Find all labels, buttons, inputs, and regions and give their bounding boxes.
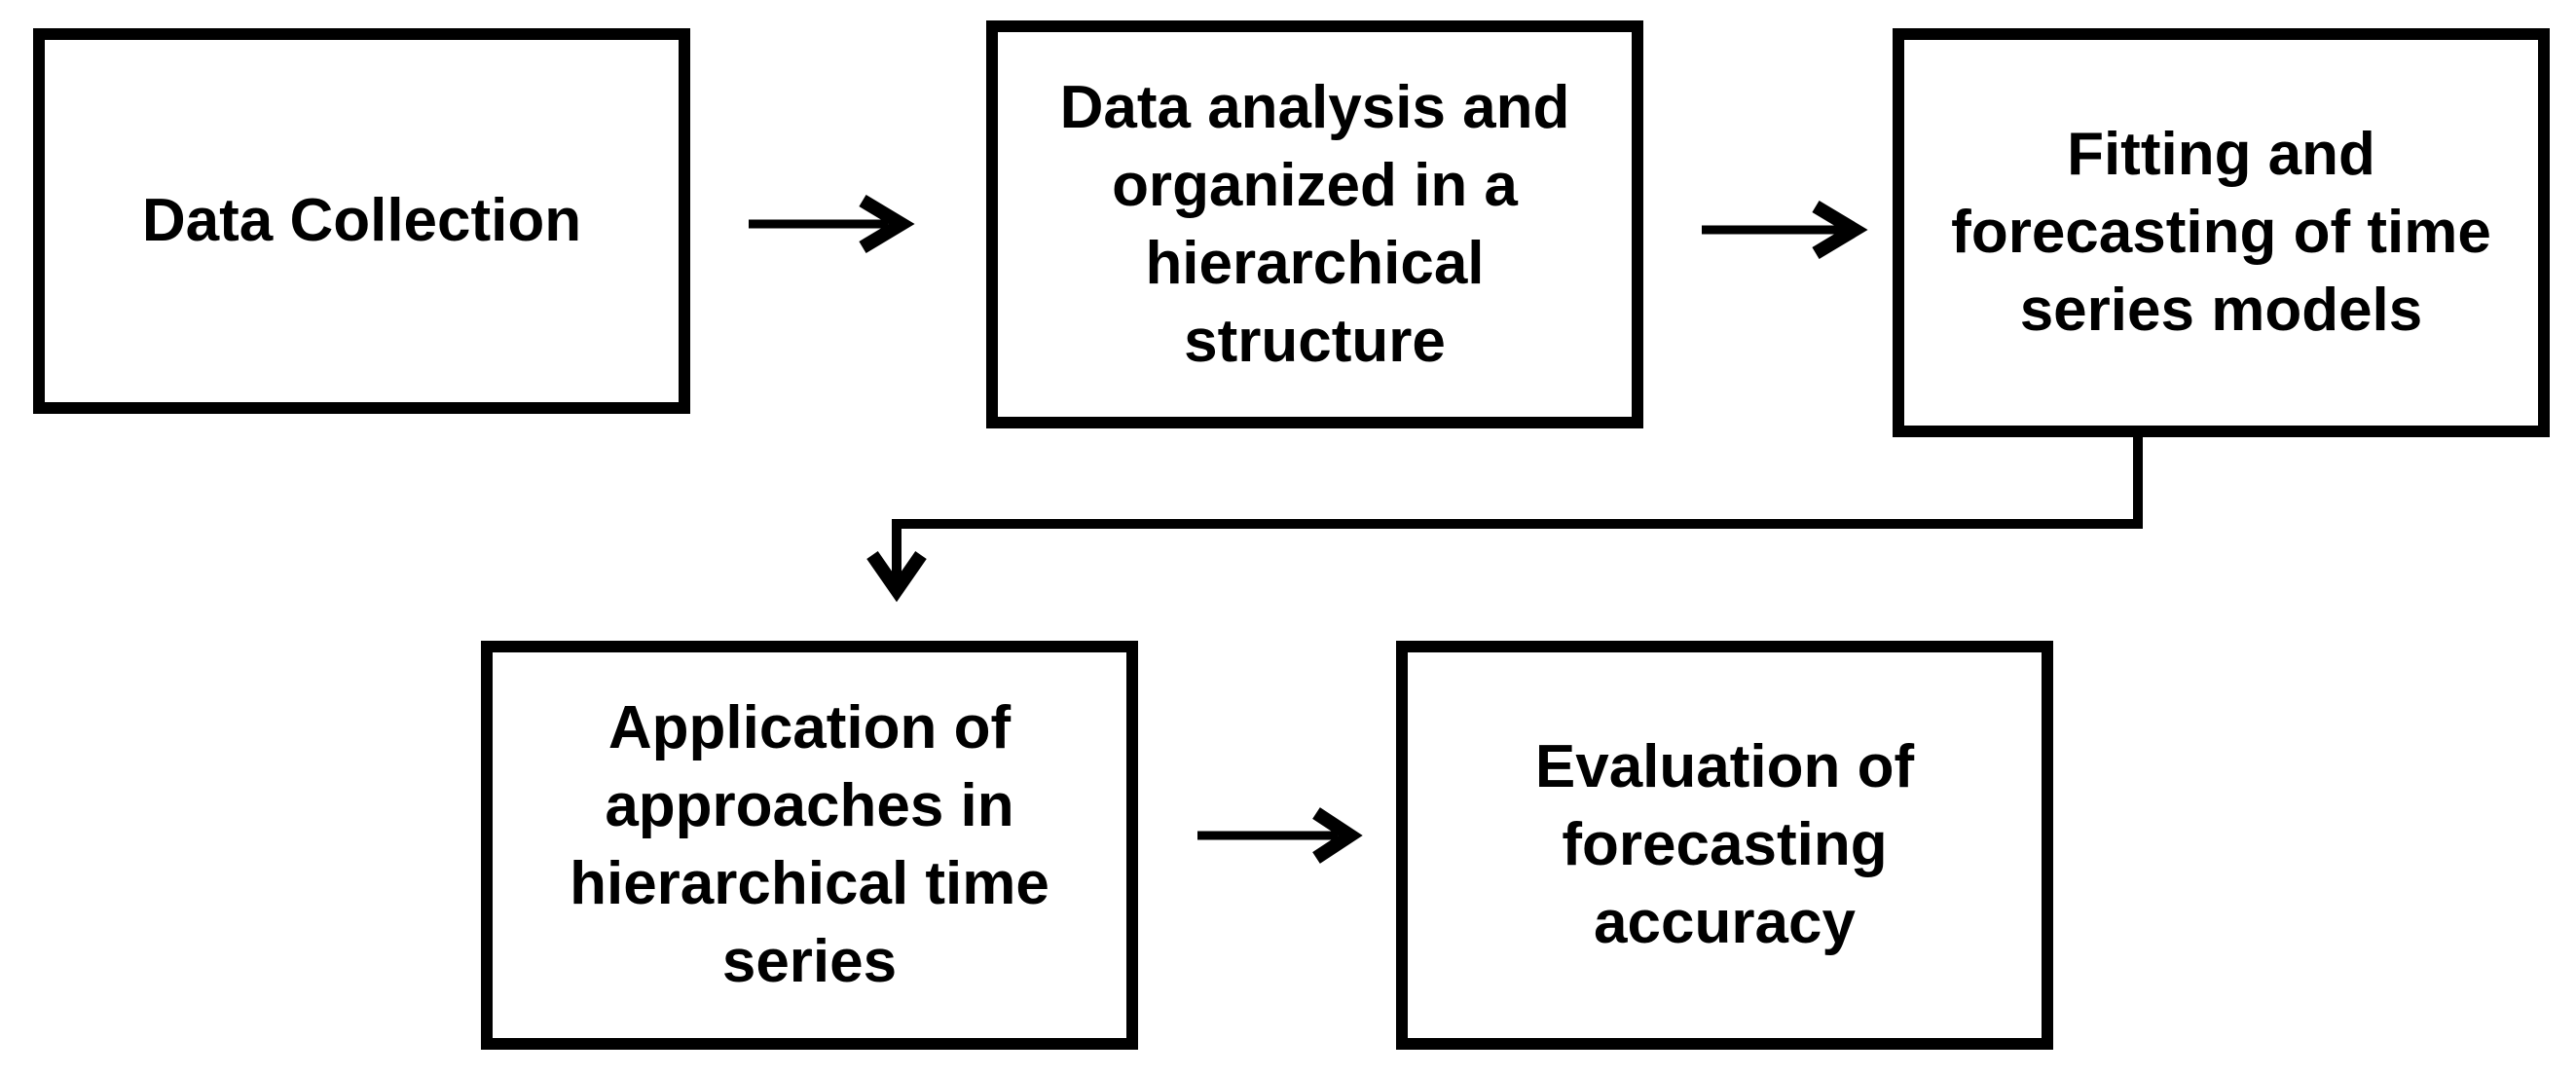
arrow-application-to-evaluation-icon bbox=[1197, 807, 1363, 864]
arrow-fitting-to-application-icon bbox=[866, 437, 2143, 603]
node-data-collection-label: Data Collection bbox=[141, 187, 582, 254]
arrow-analysis-to-fitting-icon bbox=[1702, 200, 1868, 260]
node-data-collection: Data Collection bbox=[33, 28, 690, 414]
node-evaluation-label: Evaluation of forecasting accuracy bbox=[1534, 733, 1915, 956]
node-fitting-forecasting: Fitting and forecasting of time series m… bbox=[1893, 28, 2550, 437]
arrow-collection-to-analysis-icon bbox=[749, 194, 915, 254]
node-data-analysis: Data analysis and organized in a hierarc… bbox=[986, 20, 1643, 428]
node-data-analysis-label: Data analysis and organized in a hierarc… bbox=[1059, 73, 1570, 375]
node-application-label: Application of approaches in hierarchica… bbox=[570, 694, 1049, 995]
node-fitting-forecasting-label: Fitting and forecasting of time series m… bbox=[1951, 121, 2491, 344]
node-application: Application of approaches in hierarchica… bbox=[481, 641, 1138, 1050]
node-evaluation: Evaluation of forecasting accuracy bbox=[1396, 641, 2053, 1050]
